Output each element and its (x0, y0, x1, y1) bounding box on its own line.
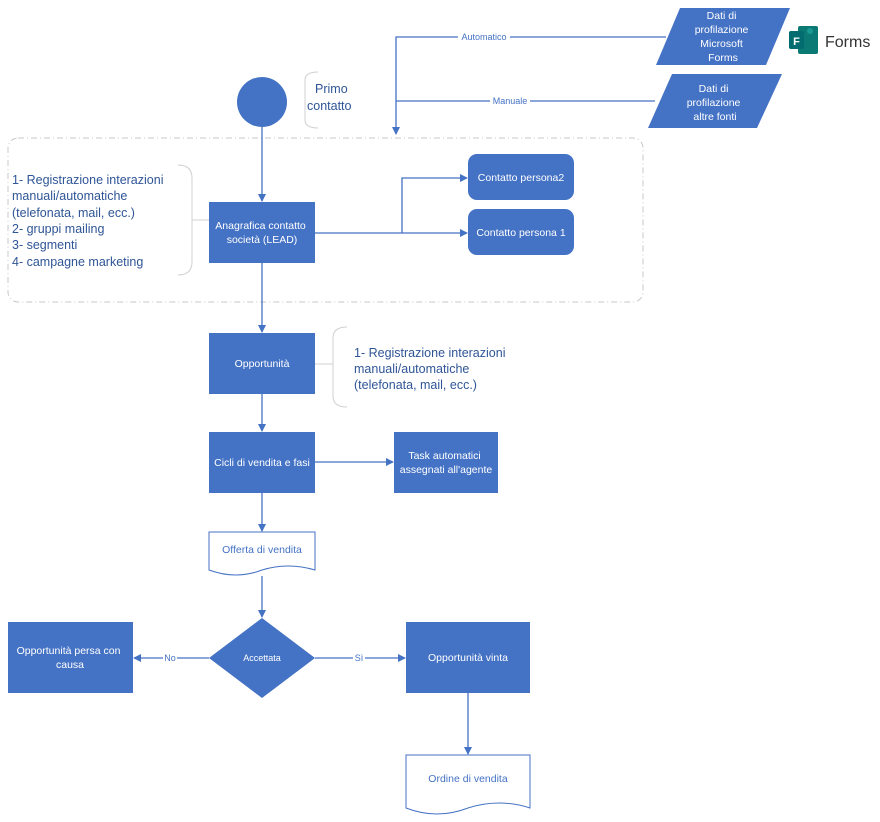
microsoft-forms-logo-icon: F Forms (789, 26, 870, 54)
lost-opportunity-label: Opportunità persa con causa (17, 645, 124, 671)
lost-opportunity-node[interactable] (8, 622, 133, 693)
sales-order-document[interactable] (405, 754, 531, 815)
tasks-label: Task automatici assegnati all'agente (400, 450, 493, 476)
opportunity-label: Opportunità (235, 358, 290, 370)
contact-person-2-node[interactable] (468, 154, 574, 200)
opportunity-notes-bracket (315, 326, 348, 408)
decision-accepted[interactable] (209, 618, 315, 698)
source-microsoft-forms[interactable] (656, 8, 790, 65)
opportunity-node[interactable] (209, 333, 315, 394)
lead-notes: 1- Registrazione interazioni manuali/aut… (12, 173, 167, 269)
sales-cycles-label: Cicli di vendita e fasi (214, 457, 310, 469)
opportunity-notes: 1- Registrazione interazioni manuali/aut… (354, 346, 509, 392)
lead-label: Anagrafica contatto società (LEAD) (215, 220, 308, 246)
edge-lead-contact2 (401, 174, 468, 233)
won-opportunity-node[interactable] (406, 622, 530, 693)
lead-node[interactable] (209, 202, 315, 263)
won-opportunity-label: Opportunità vinta (428, 652, 508, 664)
contact-person-1-label: Contatto persona 1 (476, 227, 565, 239)
sales-order-label: Ordine di vendita (428, 773, 508, 785)
edge-no-label: No (164, 653, 176, 663)
sales-offer-document[interactable] (208, 531, 316, 576)
edge-manuale-label: Manuale (493, 96, 528, 106)
svg-text:F: F (793, 36, 800, 48)
start-annotation: Primo contatto (307, 82, 352, 113)
edge-automatico (392, 36, 666, 135)
tasks-node[interactable] (394, 432, 498, 493)
contact-person-2-label: Contatto persona2 (478, 172, 565, 184)
contact-person-1-node[interactable] (468, 209, 574, 255)
source-other-label: Dati di profilazione altre fonti (687, 83, 744, 123)
start-node[interactable] (237, 77, 287, 127)
edge-yes-label: Sì (355, 653, 364, 663)
edge-automatico-label: Automatico (461, 32, 506, 42)
lead-notes-bracket (177, 164, 209, 276)
source-microsoft-forms-label: Dati di profilazione Microsoft Forms (695, 10, 752, 64)
source-other[interactable] (648, 74, 782, 128)
forms-logo-text: Forms (825, 34, 870, 51)
start-annotation-bracket (304, 71, 319, 129)
sales-cycles-node[interactable] (209, 432, 315, 493)
lead-group-container (7, 137, 644, 303)
decision-label: Accettata (243, 653, 281, 663)
sales-offer-label: Offerta di vendita (222, 544, 302, 556)
